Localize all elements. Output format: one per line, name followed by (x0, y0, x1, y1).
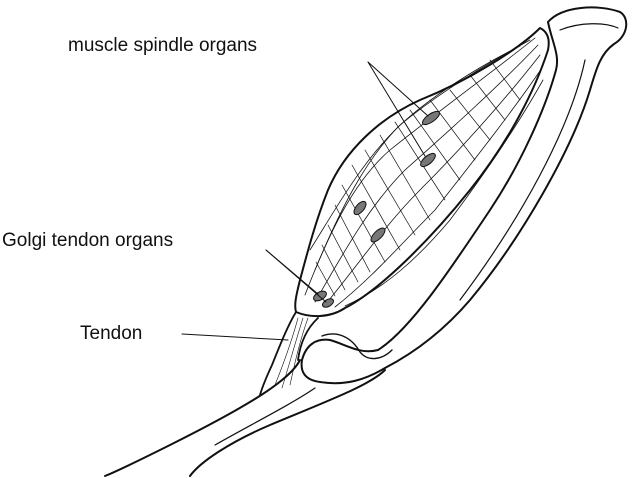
tendon-outline (259, 311, 297, 396)
forearm-bone-lower-edge (189, 369, 386, 477)
muscle-fibers-cross (315, 59, 521, 297)
spindle-organ-1 (421, 110, 441, 126)
leader-spindle-1 (367, 61, 429, 117)
muscle-belly (294, 27, 550, 318)
label-muscle-spindle-organs: muscle spindle organs (68, 35, 258, 56)
forearm-inner-line (214, 387, 316, 446)
bone-head-detail (559, 23, 619, 31)
forearm-bone (104, 359, 301, 477)
bone-shaft-line (459, 59, 586, 301)
label-golgi-tendon-organs: Golgi tendon organs (2, 230, 174, 251)
tendon-outline-2 (297, 317, 319, 361)
spindle-organ-2 (420, 152, 436, 168)
spindle-organ-4 (370, 227, 386, 243)
spindle-organ-3 (353, 200, 367, 216)
tendon-fibers (274, 317, 309, 389)
label-tendon: Tendon (80, 323, 143, 344)
bone-outline (300, 6, 628, 385)
leader-golgi-2 (265, 249, 327, 303)
bone-condyle-line (321, 333, 393, 360)
leader-tendon (181, 333, 289, 341)
leader-spindle-2 (367, 61, 426, 157)
muscle-fibers-longitudinal (304, 37, 544, 308)
